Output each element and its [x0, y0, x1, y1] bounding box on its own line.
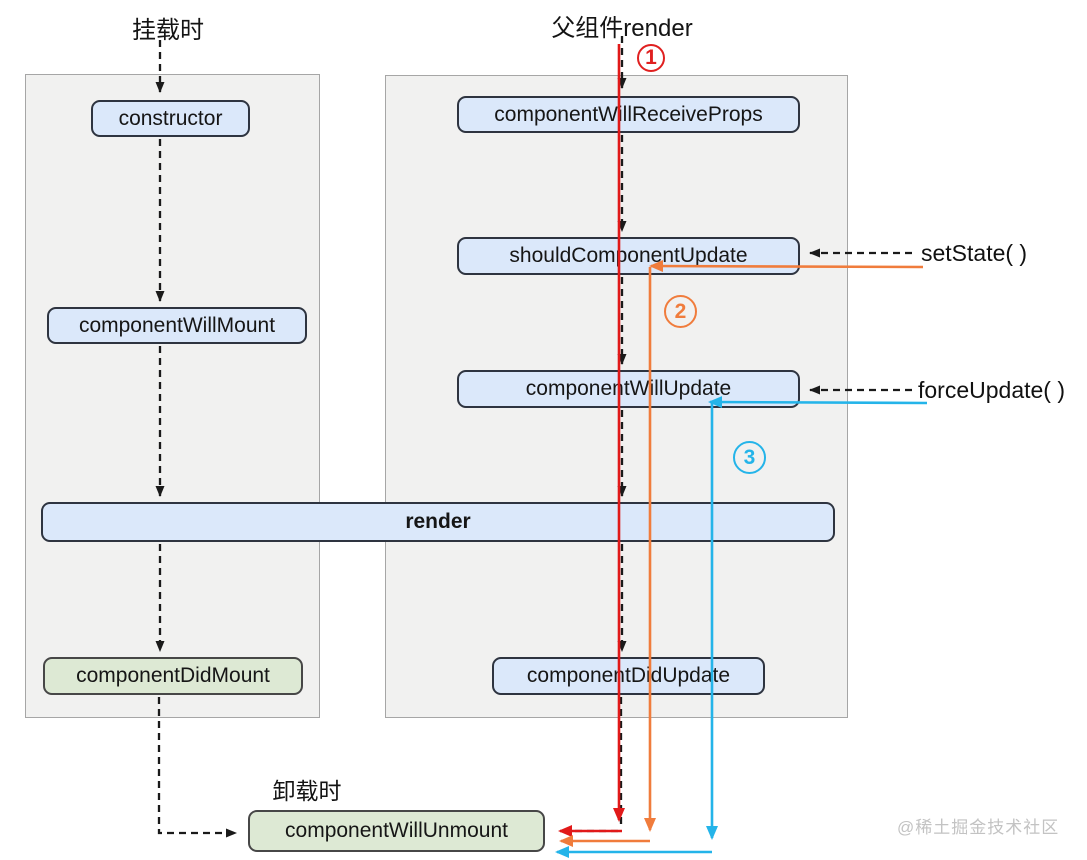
mount-lifecycle-panel [25, 74, 320, 718]
step-3-badge: 3 [733, 441, 766, 474]
component-will-receive-props-box: componentWillReceiveProps [457, 96, 800, 133]
step-2-badge: 2 [664, 295, 697, 328]
set-state-label: setState( ) [921, 240, 1028, 266]
component-will-unmount-box: componentWillUnmount [248, 810, 545, 852]
mount-title: 挂载时 [132, 17, 204, 44]
parent-render-title: 父组件render [551, 15, 693, 42]
constructor-box: constructor [91, 100, 250, 137]
component-did-update-box: componentDidUpdate [492, 657, 765, 695]
step-1-badge: 1 [637, 44, 665, 72]
component-will-mount-box: componentWillMount [47, 307, 307, 344]
component-will-update-box: componentWillUpdate [457, 370, 800, 408]
component-did-mount-box: componentDidMount [43, 657, 303, 695]
should-component-update-box: shouldComponentUpdate [457, 237, 800, 275]
force-update-label: forceUpdate( ) [918, 377, 1066, 403]
juejin-watermark: @稀土掘金技术社区 [897, 818, 1060, 837]
render-box: render [41, 502, 835, 542]
unmount-title: 卸载时 [272, 778, 342, 804]
